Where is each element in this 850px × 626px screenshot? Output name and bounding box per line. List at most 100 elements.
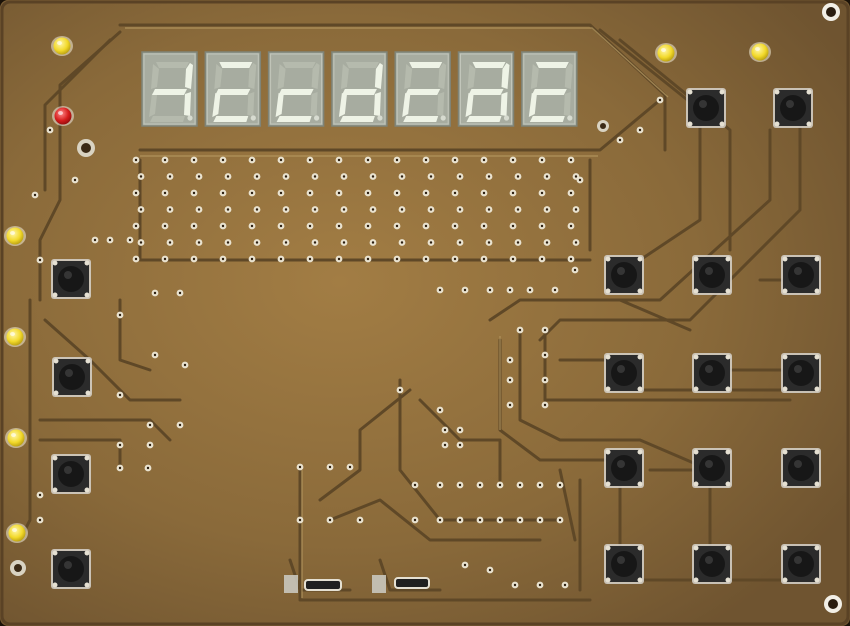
- display-digit: [141, 51, 198, 127]
- display-segment: [345, 62, 379, 68]
- display-segment: [528, 93, 537, 117]
- button-cap: [611, 360, 637, 386]
- tactile-button: [781, 353, 821, 393]
- tactile-button: [773, 88, 813, 128]
- display-segment: [275, 93, 284, 117]
- display-segment: [248, 63, 257, 89]
- diodes: [284, 575, 430, 593]
- tactile-button: [51, 454, 91, 494]
- button-cap: [59, 364, 85, 390]
- button-cap: [788, 551, 814, 577]
- tactile-button: [781, 255, 821, 295]
- yellow-led: [5, 428, 27, 448]
- button-cap: [58, 266, 84, 292]
- button-cap: [699, 360, 725, 386]
- display-segment: [466, 116, 502, 122]
- display-segment: [278, 89, 314, 95]
- display-decimal-point: [377, 115, 383, 121]
- display-segment: [185, 63, 193, 89]
- button-cap: [788, 455, 814, 481]
- display-decimal-point: [567, 115, 573, 121]
- seven-segment-display: [141, 51, 578, 127]
- tactile-button: [686, 88, 726, 128]
- led-group: [4, 36, 771, 543]
- display-segment: [374, 63, 383, 89]
- display-segment: [339, 116, 375, 122]
- display-segment: [535, 62, 569, 68]
- display-segment: [310, 92, 318, 116]
- button-cap: [780, 95, 806, 121]
- display-digit: [267, 51, 325, 127]
- display-segment: [402, 93, 411, 117]
- display-segment: [149, 93, 157, 117]
- display-segment: [409, 62, 443, 68]
- tactile-button: [51, 259, 91, 299]
- display-digit: [204, 51, 262, 127]
- display-segment: [212, 93, 221, 117]
- display-segment: [277, 64, 286, 89]
- button-cap: [611, 551, 637, 577]
- display-segment: [405, 89, 441, 95]
- yellow-led: [51, 36, 73, 56]
- red-led: [52, 106, 74, 126]
- display-segment: [373, 92, 381, 116]
- display-segment: [403, 116, 439, 122]
- display-digit: [521, 51, 578, 127]
- tactile-button: [604, 255, 644, 295]
- copper-traces-light: [125, 27, 669, 598]
- display-segment: [529, 116, 565, 122]
- display-segment: [472, 62, 506, 68]
- display-segment: [184, 92, 191, 116]
- button-cap: [788, 262, 814, 288]
- yellow-led: [749, 42, 771, 62]
- button-cap: [611, 455, 637, 481]
- display-segment: [564, 63, 573, 89]
- display-segment: [468, 89, 504, 95]
- display-segment: [563, 92, 571, 116]
- button-cap: [611, 262, 637, 288]
- display-segment: [338, 93, 347, 117]
- tactile-button: [604, 544, 644, 584]
- display-segment: [530, 64, 539, 89]
- tactile-button: [52, 357, 92, 397]
- display-decimal-point: [250, 115, 256, 121]
- tactile-button: [604, 448, 644, 488]
- display-segment: [213, 116, 249, 122]
- display-segment: [214, 64, 223, 89]
- display-segment: [247, 92, 255, 116]
- tactile-button: [692, 353, 732, 393]
- tactile-button: [692, 544, 732, 584]
- yellow-led: [6, 523, 28, 543]
- button-cap: [58, 461, 84, 487]
- display-decimal-point: [314, 115, 320, 121]
- display-segment: [438, 63, 447, 89]
- display-segment: [467, 64, 476, 89]
- display-segment: [311, 63, 320, 89]
- tactile-button: [604, 353, 644, 393]
- yellow-led: [4, 327, 26, 347]
- button-cap: [699, 262, 725, 288]
- display-segment: [404, 64, 413, 89]
- display-segment: [150, 116, 185, 122]
- display-segment: [341, 89, 377, 95]
- display-digit: [457, 51, 515, 127]
- tactile-button: [51, 549, 91, 589]
- display-segment: [219, 62, 253, 68]
- display-segment: [282, 62, 316, 68]
- display-segment: [500, 92, 508, 116]
- yellow-led: [655, 43, 677, 63]
- display-segment: [340, 64, 349, 89]
- button-cap: [699, 455, 725, 481]
- display-segment: [156, 62, 189, 68]
- display-digit: [394, 51, 451, 127]
- display-segment: [276, 116, 312, 122]
- display-digit: [331, 51, 388, 127]
- button-cap: [699, 551, 725, 577]
- tactile-button: [781, 544, 821, 584]
- display-segment: [531, 89, 567, 95]
- display-segment: [152, 89, 187, 95]
- display-segment: [501, 63, 510, 89]
- button-cap: [58, 556, 84, 582]
